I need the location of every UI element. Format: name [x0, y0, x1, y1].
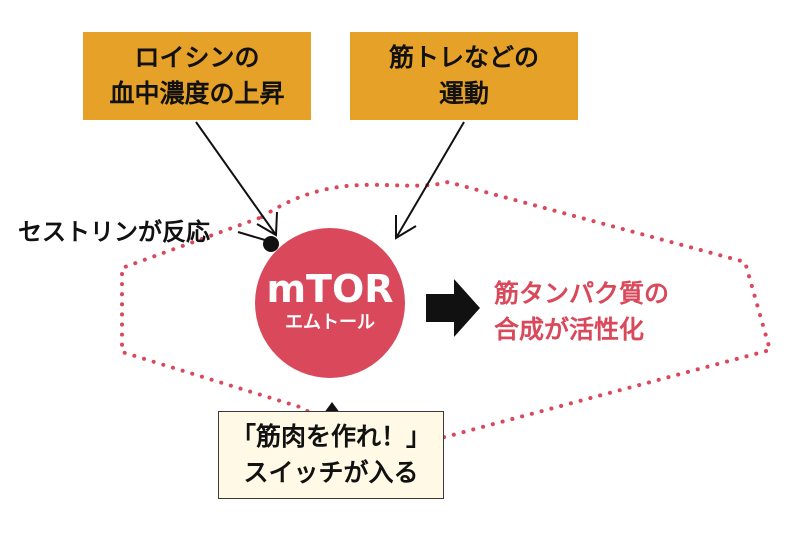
mtor-subtitle: エムトール: [285, 312, 375, 333]
dotted-cell-outline: [120, 179, 773, 442]
exercise-line2: 運動: [438, 79, 489, 108]
result-line2: 合成が活性化: [494, 315, 645, 344]
result-line1: 筋タンパク質の: [494, 279, 670, 308]
exercise-box: 筋トレなどの 運動: [350, 32, 578, 120]
switch-pointer-triangle: [324, 402, 340, 413]
sestrin-pointer-line: [237, 231, 266, 241]
leucine-box: ロイシンの 血中濃度の上昇: [83, 32, 311, 120]
switch-box: 「筋肉を作れ！」 スイッチが入る: [218, 411, 444, 499]
exercise-line1: 筋トレなどの: [388, 43, 539, 72]
sestrin-dot: [263, 236, 279, 252]
arrow-leucine-line: [195, 121, 277, 236]
block-arrow-right: [426, 279, 480, 337]
arrow-exercise-line: [395, 121, 465, 239]
leucine-line1: ロイシンの: [134, 43, 260, 72]
switch-line2: スイッチが入る: [243, 458, 419, 487]
arrow-leucine-head: [256, 211, 278, 237]
arrow-exercise-head: [395, 215, 417, 240]
mtor-title: mTOR: [266, 267, 394, 311]
switch-line1: 「筋肉を作れ！」: [230, 422, 431, 451]
leucine-line2: 血中濃度の上昇: [109, 79, 285, 108]
sestrin-label: セストリンが反応: [18, 218, 210, 246]
mtor-circle: mTOR エムトール: [255, 228, 405, 378]
result-label: 筋タンパク質の 合成が活性化: [494, 276, 669, 348]
